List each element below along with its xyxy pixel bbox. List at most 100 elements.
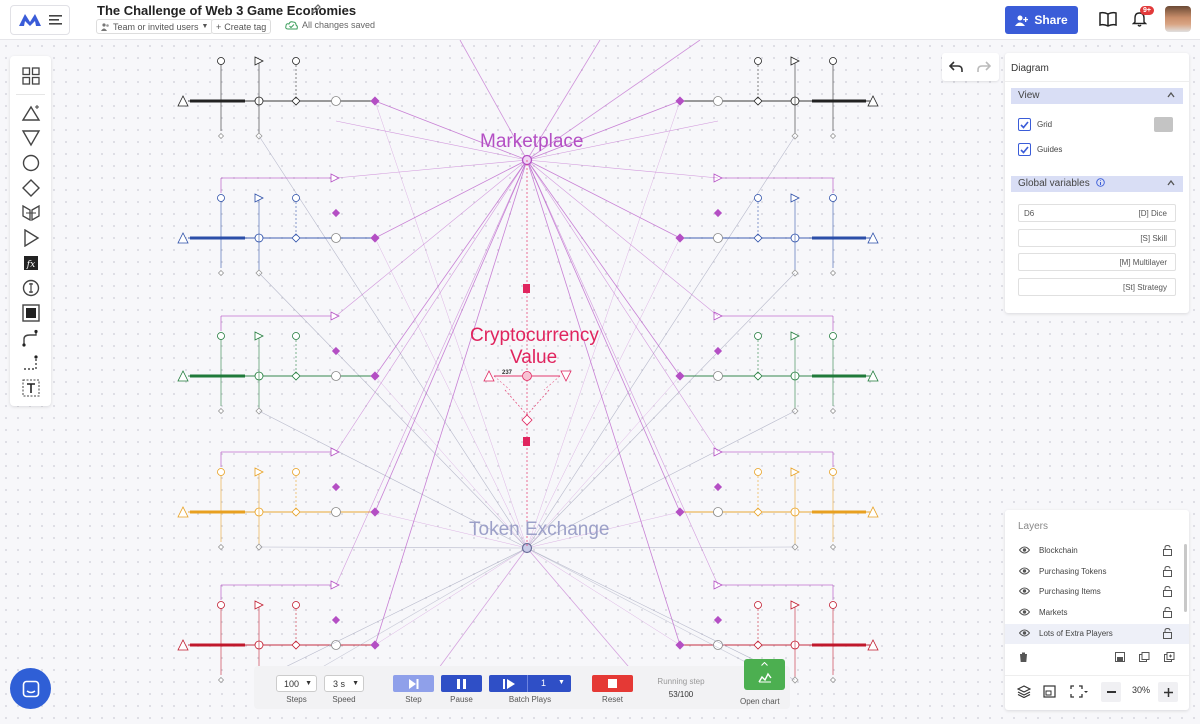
steps-value: 100 [284,679,300,689]
view-section-header[interactable]: View [1011,88,1183,104]
add-layer-icon[interactable] [1164,652,1175,662]
variable-field-dice[interactable]: D6 [D] Dice [1018,204,1176,222]
hamburger-icon [49,15,62,25]
lock-open-icon[interactable] [1163,565,1172,577]
layer-row[interactable]: Purchasing Items [1005,582,1189,602]
minus-icon [1106,691,1116,693]
eye-icon[interactable] [1019,608,1030,616]
drain-triangle-icon [21,129,40,146]
add-user-icon [1015,15,1029,26]
eye-icon[interactable] [1019,629,1030,637]
grid-color-swatch[interactable] [1154,117,1173,132]
save-layer-icon[interactable] [1115,652,1125,662]
steps-label: Steps [286,695,307,704]
diagram-panel-title: Diagram [1011,63,1049,74]
undo-button[interactable] [942,53,970,81]
step-button[interactable] [393,675,434,692]
pool-tool[interactable] [20,152,41,173]
book-icon[interactable] [1099,11,1117,27]
global-variables-header[interactable]: Global variables [1011,176,1183,192]
user-avatar[interactable] [1165,6,1191,32]
zoom-in-button[interactable] [1158,682,1178,702]
layer-row[interactable]: Purchasing Tokens [1005,562,1189,582]
zoom-out-button[interactable] [1101,682,1121,702]
chevron-down-icon: ▼ [352,680,359,687]
logo-menu-button[interactable] [10,5,70,35]
minimap-icon[interactable] [1043,685,1056,698]
gate-diamond-icon [21,178,40,197]
diagram-panel: Diagram View Grid Guides Global variable… [1005,53,1189,313]
layer-row[interactable]: Markets [1005,603,1189,623]
lock-open-icon[interactable] [1163,627,1172,639]
eye-icon[interactable] [1019,587,1030,595]
create-tag-label: Create tag [224,21,267,32]
stop-icon [608,679,617,688]
guides-label: Guides [1037,145,1063,154]
reset-button[interactable] [592,675,633,692]
grid-checkbox[interactable] [1018,118,1031,131]
layer-row[interactable]: Blockchain [1005,541,1189,561]
end-condition-icon [21,303,40,322]
lock-open-icon[interactable] [1163,607,1172,619]
text-tool[interactable] [20,377,41,398]
step-label: Step [405,695,422,704]
plus-icon: + [216,21,222,32]
open-chart-button[interactable] [744,659,785,690]
tool-divider [16,94,45,95]
layer-name: Blockchain [1039,546,1078,555]
batch-plays-control[interactable]: 1 ▼ [489,675,571,692]
eye-icon[interactable] [1019,567,1030,575]
element-library-button[interactable] [20,65,41,86]
team-icon [101,22,109,31]
gate-tool[interactable] [20,177,41,198]
eye-icon[interactable] [1019,546,1030,554]
document-title[interactable]: The Challenge of Web 3 Game Economies [97,3,357,18]
end-condition-tool[interactable] [20,302,41,323]
drain-tool[interactable] [20,127,41,148]
chat-support-button[interactable] [10,668,51,709]
create-tag-button[interactable]: + Create tag [211,19,272,34]
state-connection-tool[interactable] [20,352,41,373]
variable-field-skill[interactable]: [S] Skill [1018,229,1176,247]
panel-divider [1005,81,1189,82]
variable-name: [St] Strategy [1122,283,1167,292]
pause-button[interactable] [441,675,482,692]
lock-open-icon[interactable] [1163,545,1172,556]
team-access-dropdown[interactable]: Team or invited users ▼ [96,19,214,34]
redo-button[interactable] [970,53,998,81]
chevron-up-icon [761,662,768,666]
diagram-canvas[interactable]: Marketplace Cryptocurrency Value Token E… [0,40,1200,724]
variable-field-multilayer[interactable]: [M] Multilayer [1018,253,1176,271]
zoom-level: 30% [1132,685,1151,695]
layer-row[interactable]: Lots of Extra Players [1005,623,1189,644]
batch-divider [527,675,528,692]
delay-tool[interactable] [20,277,41,298]
variable-field-strategy[interactable]: [St] Strategy [1018,278,1176,296]
duplicate-layer-icon[interactable] [1139,652,1150,662]
chevron-down-icon: ▼ [558,679,565,686]
fit-screen-icon[interactable] [1070,685,1088,698]
text-box-icon [22,379,39,396]
speed-select[interactable]: 3 s ▼ [324,675,364,692]
reset-label: Reset [602,695,623,704]
converter-tool[interactable] [20,227,41,248]
steps-select[interactable]: 100 ▼ [276,675,317,692]
running-step-value: 53/100 [668,690,694,699]
info-icon[interactable] [1095,178,1105,187]
step-forward-icon [409,678,419,689]
speed-label: Speed [332,695,356,704]
center-value-label: 237 [502,370,513,376]
source-tool[interactable] [20,102,41,123]
layers-scrollbar[interactable] [1184,544,1187,612]
edit-pencil-icon[interactable] [310,3,322,15]
trader-tool[interactable] [20,202,41,223]
trash-icon[interactable] [1019,652,1028,662]
resource-connection-tool[interactable] [20,327,41,348]
layers-stack-icon[interactable] [1017,685,1031,698]
variable-value: D6 [1024,209,1035,218]
share-button[interactable]: Share [1005,6,1078,34]
register-tool[interactable]: fx [20,252,41,273]
lock-open-icon[interactable] [1163,586,1172,598]
guides-checkbox[interactable] [1018,143,1031,156]
